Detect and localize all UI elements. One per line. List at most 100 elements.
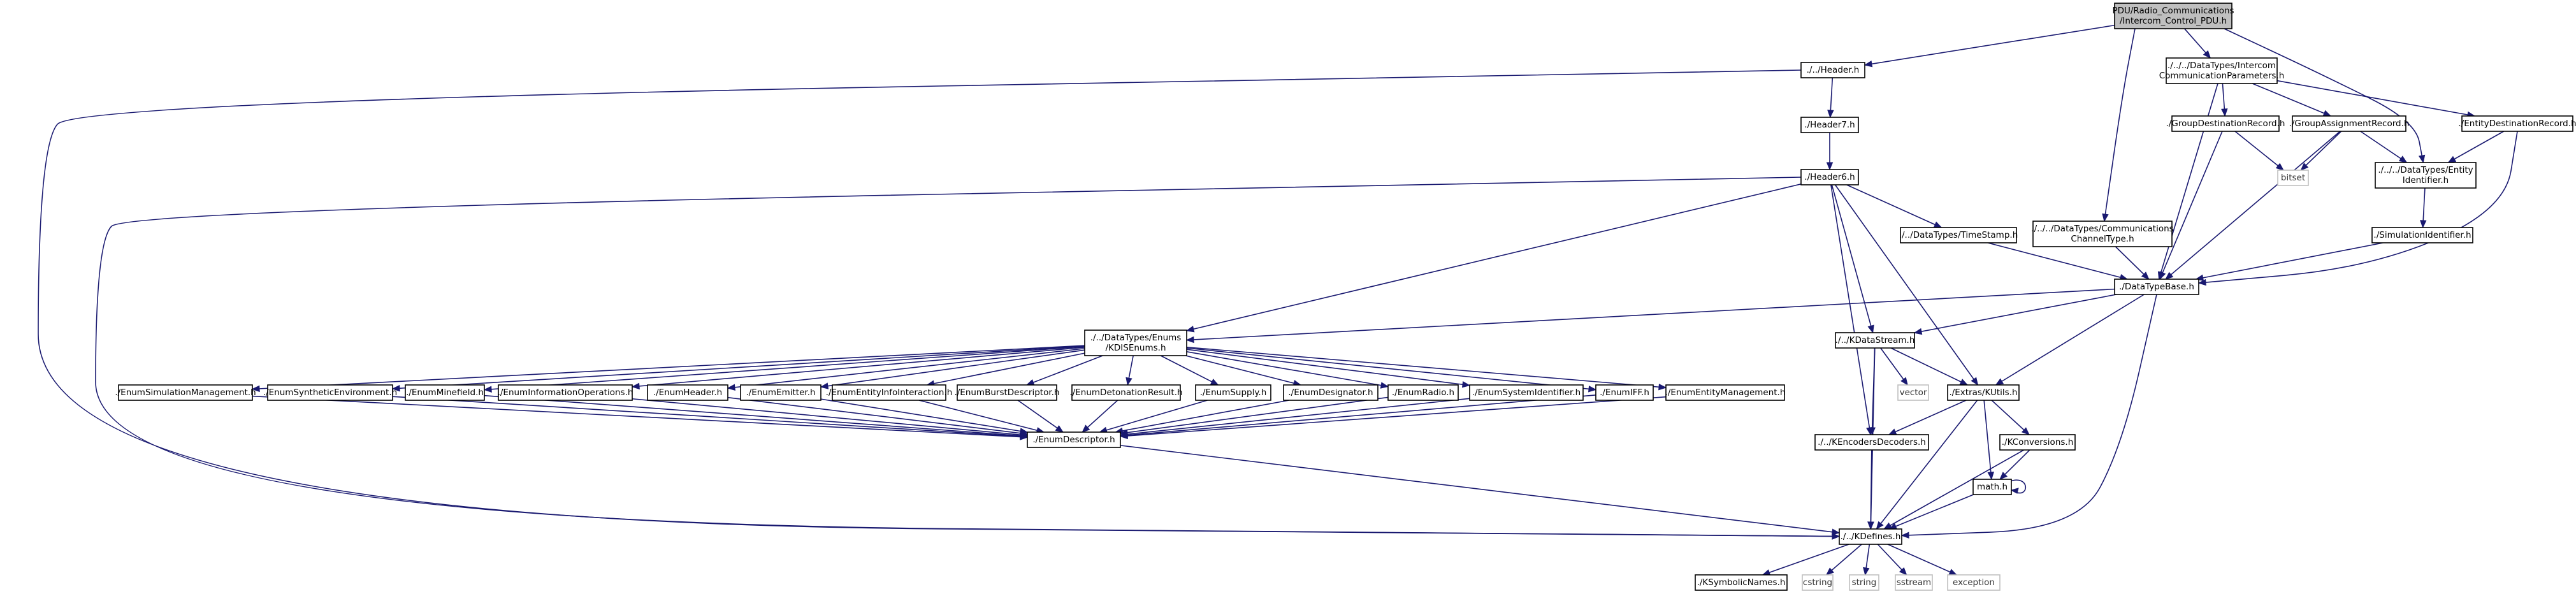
edge-entity_identifier-to-simulation_identifier (2420, 187, 2427, 229)
node-label: cstring (1803, 577, 1832, 588)
node-enum-header[interactable]: ./EnumHeader.h (647, 384, 728, 401)
edge-line (918, 400, 1045, 433)
node-enum-system-id[interactable]: ./EnumSystemIdentifier.h (1469, 384, 1584, 401)
node-label: ./EnumSyntheticEnvironment.h (263, 388, 397, 398)
node-enum-sim-mgmt[interactable]: ./EnumSimulationManagement.h (115, 384, 256, 401)
node-label: ./GroupDestinationRecord.h (2166, 119, 2285, 129)
edge-root-to-header (1863, 24, 2115, 68)
node-label: ./EnumDescriptor.h (1032, 435, 1115, 445)
node-label: ./SimulationIdentifier.h (2373, 230, 2471, 240)
arrowhead-icon (2102, 213, 2109, 222)
node-box (1469, 384, 1584, 401)
node-header[interactable]: ./../Header.h (1800, 62, 1865, 78)
node-label: ./EnumRadio.h (1392, 388, 1454, 398)
edge-line (2115, 246, 2150, 280)
node-group-destination[interactable]: ./GroupDestinationRecord.h (2166, 115, 2285, 132)
edge-kutils-to-kconversions (1991, 400, 2030, 435)
node-box (2114, 3, 2232, 29)
edge-dis_enums-to-enum_synth_env (391, 345, 1085, 392)
node-intercom-params[interactable]: ./../../DataTypes/IntercomCommunicationP… (2159, 57, 2285, 84)
arrowhead-icon (820, 382, 829, 389)
arrowhead-icon (727, 384, 736, 391)
arrowhead-icon (1025, 379, 1035, 386)
edge-line (2198, 131, 2518, 284)
node-enum-burst[interactable]: ./EnumBurstDescriptor.h (954, 384, 1060, 401)
node-kutils[interactable]: ./Extras/KUtils.h (1947, 384, 2020, 401)
arrowhead-icon (1863, 567, 1870, 576)
node-symbolic-names[interactable]: ./KSymbolicNames.h (1695, 574, 1788, 591)
node-label: ./EnumDesignator.h (1288, 388, 1373, 398)
node-enum-designator[interactable]: ./EnumDesignator.h (1283, 384, 1378, 401)
node-label: ./KSymbolicNames.h (1697, 577, 1786, 588)
node-timestamp[interactable]: ./../DataTypes/TimeStamp.h (1899, 227, 2018, 243)
arrowhead-icon (1987, 472, 1995, 481)
node-root[interactable]: PDU/Radio_Communications/Intercom_Contro… (2112, 3, 2234, 29)
node-enum-iff[interactable]: ./EnumIFF.h (1595, 384, 1654, 401)
node-box (1665, 384, 1785, 401)
node-label: ./EnumSupply.h (1200, 388, 1267, 398)
edge-kdefines-to-string (1863, 544, 1870, 576)
node-box (1595, 384, 1654, 401)
arrowhead-icon (1658, 383, 1667, 391)
node-label: bitset (2281, 173, 2305, 183)
edge-line (1831, 184, 1874, 333)
edge-kdefines-to-symbolic_names (1762, 544, 1849, 576)
edge-line (1830, 184, 1871, 435)
arrowhead-icon (1869, 427, 1876, 436)
node-math[interactable]: math.h (1972, 479, 2012, 495)
node-kconversions[interactable]: ./KConversions.h (1999, 434, 2076, 451)
edge-line (1834, 184, 1979, 386)
edge-line (927, 352, 1085, 386)
arrowhead-icon (1210, 379, 1219, 386)
arrowhead-icon (1999, 472, 2008, 480)
arrowhead-icon (1863, 61, 1873, 68)
edge-line (252, 395, 1028, 438)
node-enum-entity-mgmt[interactable]: ./EnumEntityManagement.h (1665, 384, 1786, 401)
edge-line (632, 398, 1028, 437)
node-label: /KDISEnums.h (1105, 343, 1166, 353)
arrowhead-icon (1827, 110, 1834, 119)
node-label: ./EnumInformationOperations.h (498, 388, 633, 398)
node-header6[interactable]: ./Header6.h (1800, 169, 1859, 185)
node-encoders[interactable]: ./../KEncodersDecoders.h (1814, 434, 1929, 451)
node-box (1802, 574, 1834, 591)
edge-dis_enums-to-enum_header (727, 348, 1085, 391)
node-bitset: bitset (2277, 170, 2309, 186)
node-enum-info-ops[interactable]: ./EnumInformationOperations.h (498, 384, 633, 401)
node-enum-detonation[interactable]: ./EnumDetonationResult.h (1069, 384, 1183, 401)
edge-line (1826, 544, 1862, 576)
arrowhead-icon (2322, 110, 2332, 117)
arrowhead-icon (1185, 326, 1195, 333)
edge-line (1876, 400, 1978, 530)
edge-line (1160, 355, 1219, 386)
edge-enum_sim_mgmt-to-enum_descriptor (252, 395, 1029, 440)
arrowhead-icon (251, 385, 260, 393)
edge-line (2008, 479, 2027, 494)
node-enum-entity-info[interactable]: ./EnumEntityInfoInteraction.h (826, 384, 953, 401)
node-enum-radio[interactable]: ./EnumRadio.h (1387, 384, 1459, 401)
node-enum-synth-env[interactable]: ./EnumSyntheticEnvironment.h (263, 384, 397, 401)
node-kdatastream[interactable]: ./../KDataStream.h (1835, 332, 1915, 349)
node-enum-minefield[interactable]: ./EnumMinefield.h (405, 384, 485, 401)
edge-line (1186, 183, 1802, 331)
node-enum-descriptor[interactable]: ./EnumDescriptor.h (1027, 431, 1121, 448)
node-simulation-identifier[interactable]: ./SimulationIdentifier.h (2371, 227, 2473, 243)
node-entity-destination[interactable]: ./EntityDestinationRecord.h (2458, 115, 2576, 132)
node-enum-supply[interactable]: ./EnumSupply.h (1195, 384, 1271, 401)
arrowhead-icon (1900, 532, 1909, 539)
edge-dis_enums-to-enum_system_id (1186, 349, 1471, 388)
node-datatypebase[interactable]: ./DataTypeBase.h (2114, 279, 2199, 295)
node-enum-emitter[interactable]: ./EnumEmitter.h (740, 384, 821, 401)
node-kdefines[interactable]: ./../KDefines.h (1839, 528, 1902, 545)
nodes-layer: PDU/Radio_Communications/Intercom_Contro… (115, 3, 2576, 591)
arrowhead-icon (2010, 488, 2019, 494)
arrowhead-icon (1082, 424, 1090, 433)
node-dis-enums[interactable]: ./../DataTypes/Enums/KDISEnums.h (1084, 330, 1187, 356)
node-group-assignment[interactable]: ./GroupAssignmentRecord.h (2289, 115, 2410, 132)
node-label: ./GroupAssignmentRecord.h (2289, 119, 2410, 129)
node-comm-channel-type[interactable]: ./../../DataTypes/CommunicationsChannelT… (2031, 221, 2174, 247)
node-header7[interactable]: ./Header7.h (1800, 117, 1859, 133)
edge-line (632, 347, 1085, 388)
